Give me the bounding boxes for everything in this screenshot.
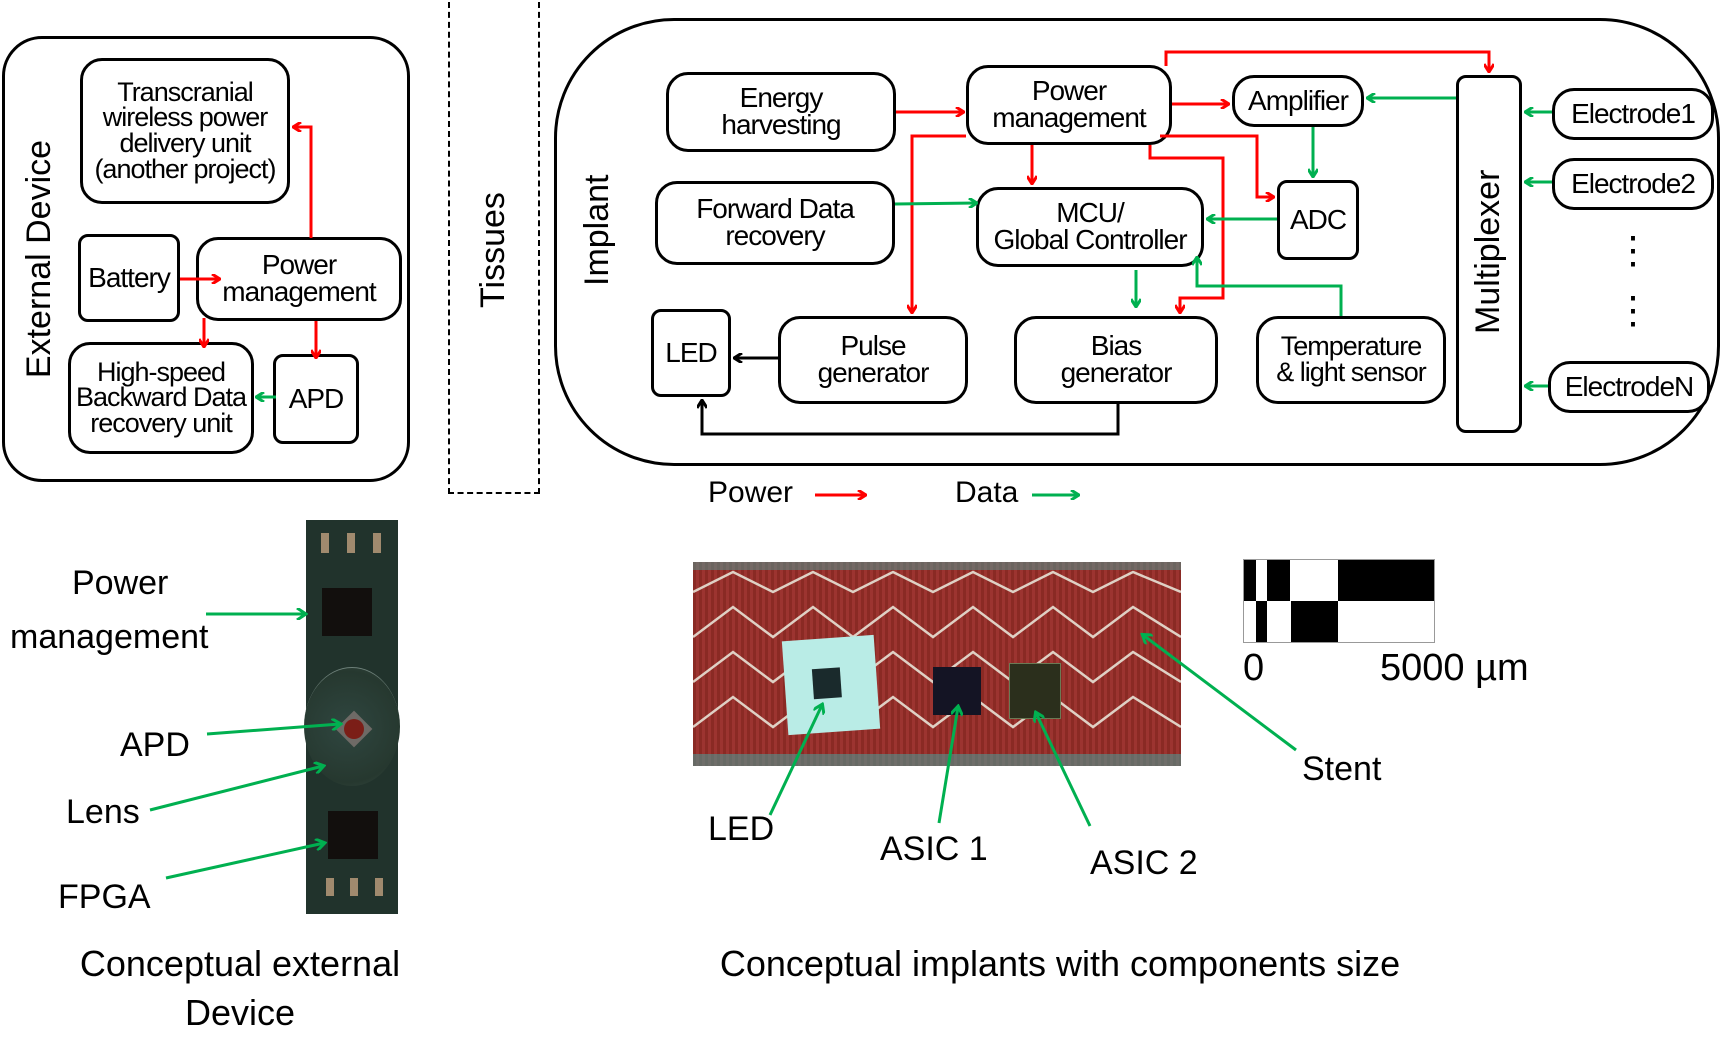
block-label: ElectrodeN — [1564, 370, 1695, 402]
photo-label-apd: APD — [120, 726, 190, 764]
backward-data-recovery-block: High-speed Backward Data recovery unit — [68, 342, 254, 454]
power-management-chip — [322, 588, 372, 636]
block-line: MCU/ — [1056, 197, 1125, 229]
block-line: Temperature — [1280, 331, 1423, 362]
temperature-light-sensor-block: Temperature & light sensor — [1256, 316, 1446, 404]
legend-data-label: Data — [955, 476, 1019, 509]
asic-1-chip — [933, 667, 981, 715]
external-device-board-photo — [304, 520, 400, 914]
block-line: recovery — [725, 220, 825, 251]
block-line: Backward Data — [75, 382, 247, 413]
mcu-global-controller-block: MCU/ Global Controller — [976, 187, 1204, 267]
photo-label-lens: Lens — [66, 793, 140, 831]
implant-caption: Conceptual implants with components size — [719, 943, 1401, 984]
fpga-chip — [328, 811, 378, 859]
implant-container — [554, 18, 1720, 466]
external-device-caption: Conceptual external Device — [20, 940, 460, 1037]
stent-struts — [693, 562, 1181, 766]
board-pads-top — [321, 533, 383, 553]
photo-label-power-management-2: management — [10, 618, 209, 656]
external-power-management-block: Power management — [196, 237, 402, 321]
tissues-title: Tissues — [474, 192, 512, 308]
caption-line: Device — [184, 991, 296, 1033]
photo-label-asic2: ASIC 2 — [1090, 844, 1198, 882]
photo-label-fpga: FPGA — [58, 878, 151, 916]
multiplexer-block — [1456, 75, 1522, 433]
block-label: LED — [665, 336, 717, 368]
scale-bar — [1243, 559, 1435, 643]
adc-block: ADC — [1277, 180, 1359, 260]
bias-generator-block: Bias generator — [1014, 316, 1218, 404]
electrode-2-block: Electrode2 — [1552, 158, 1714, 210]
electrode-n-block: ElectrodeN — [1548, 361, 1710, 413]
caption-line: Conceptual external — [79, 943, 401, 984]
asic-2-chip — [1009, 663, 1061, 719]
implant-led-block: LED — [651, 309, 731, 397]
block-label: Battery — [88, 261, 171, 293]
block-label: Amplifier — [1248, 84, 1349, 116]
block-line: Global Controller — [993, 224, 1187, 255]
transcranial-power-unit-block: Transcranial wireless power delivery uni… — [80, 58, 290, 204]
block-line: management — [222, 276, 376, 307]
electrode-1-block: Electrode1 — [1552, 88, 1714, 140]
multiplexer-label: Multiplexer — [1469, 169, 1507, 334]
block-line: Pulse — [840, 330, 906, 362]
block-line: Bias — [1090, 330, 1142, 362]
implant-title: Implant — [578, 174, 616, 287]
block-line: High-speed — [96, 356, 226, 387]
block-line: delivery unit — [119, 128, 251, 158]
stent-photo — [693, 562, 1181, 766]
apd-block: APD — [273, 354, 359, 444]
electrode-ellipsis-1: ⋮ — [1614, 230, 1652, 272]
block-label: Electrode2 — [1571, 167, 1696, 199]
block-line: Energy — [739, 82, 824, 114]
photo-label-stent: Stent — [1302, 750, 1382, 788]
block-line: management — [992, 102, 1146, 133]
tissues-region — [448, 2, 540, 494]
forward-data-recovery-block: Forward Data recovery — [655, 181, 895, 265]
external-device-title: External Device — [20, 139, 58, 379]
block-label: ADC — [1289, 203, 1347, 235]
board-pads-bottom — [326, 878, 388, 898]
electrode-ellipsis-2: ⋮ — [1614, 290, 1652, 332]
external-device-container — [2, 36, 410, 482]
apd-sensor-dot — [344, 719, 364, 739]
scale-bar-end-label: 5000 µm — [1380, 647, 1529, 689]
block-line: Transcranial — [117, 76, 254, 107]
battery-block: Battery — [78, 234, 180, 322]
block-line: generator — [817, 357, 930, 388]
block-label: APD — [288, 382, 345, 414]
block-line: & light sensor — [1276, 357, 1427, 387]
amplifier-block: Amplifier — [1232, 75, 1364, 127]
photo-label-power-management-1: Power — [72, 564, 169, 602]
energy-harvesting-block: Energy harvesting — [666, 72, 896, 152]
implant-power-management-block: Power management — [966, 65, 1172, 145]
block-label: Electrode1 — [1571, 97, 1696, 129]
block-line: wireless power — [102, 102, 269, 133]
block-line: Power — [261, 249, 337, 281]
pointer-fpga — [165, 843, 324, 880]
block-line: Power — [1031, 75, 1107, 107]
block-line: Forward Data — [696, 193, 855, 225]
led-chip — [781, 634, 881, 736]
photo-label-led: LED — [708, 810, 775, 848]
block-line: recovery unit — [90, 407, 233, 438]
block-line: generator — [1060, 357, 1173, 388]
legend-power-label: Power — [708, 476, 794, 509]
pulse-generator-block: Pulse generator — [778, 316, 968, 404]
photo-label-asic1: ASIC 1 — [880, 830, 988, 868]
block-line: harvesting — [721, 109, 841, 140]
block-line: (another project) — [94, 153, 276, 184]
scale-bar-start-label: 0 — [1243, 647, 1265, 689]
pointer-lens — [149, 766, 323, 812]
